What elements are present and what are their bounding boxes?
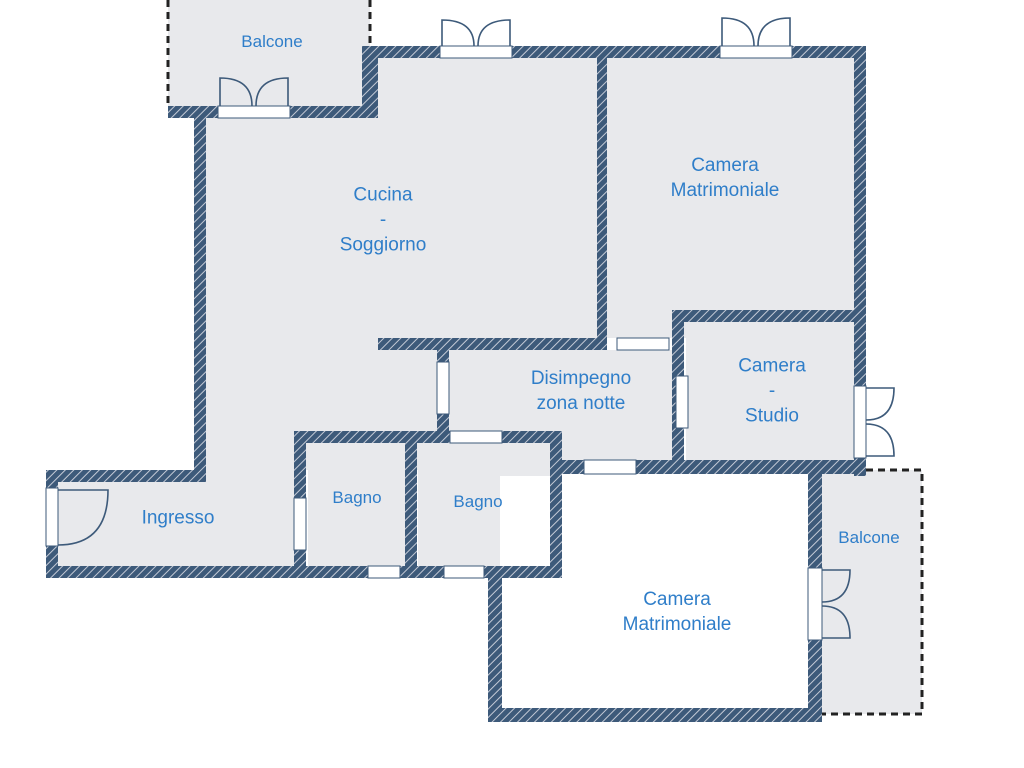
room-label-balcone-right: Balcone [838,527,899,549]
room-label-line: - [768,380,776,402]
room-label-bagno-2: Bagno [453,491,502,513]
room-label-line: Matrimoniale [670,180,780,201]
room-label-line: Balcone [838,528,900,547]
room-label-ingresso: Ingresso [142,506,215,531]
room-label-line: Balcone [241,32,303,51]
room-label-line: Camera [691,155,759,176]
window-openings [45,45,867,641]
room-label-balcone-top: Balcone [241,31,302,53]
room-label-line: - [379,209,387,231]
room-label-line: Camera [738,355,806,377]
balcony-right-area [820,468,924,716]
room-label-line: zona notte [536,393,626,414]
room-label-disimpegno: Disimpegno zona notte [531,366,631,416]
room-label-line: Bagno [332,488,382,507]
room-label-line: Soggiorno [339,234,427,256]
room-label-camera-studio: Camera - Studio [738,354,806,429]
door-swings [57,17,895,639]
room-label-camera-matrimoniale-top: Camera Matrimoniale [671,153,780,203]
room-label-line: Bagno [453,492,503,511]
room-label-line: Matrimoniale [622,614,732,635]
room-label-line: Ingresso [141,507,215,529]
room-label-camera-matrimoniale-bottom: Camera Matrimoniale [623,587,732,637]
room-label-line: Disimpegno [530,368,632,389]
room-label-cucina-soggiorno: Cucina - Soggiorno [340,183,427,258]
room-label-line: Studio [745,405,799,427]
room-label-line: Cucina [353,184,413,206]
room-label-line: Camera [643,589,711,610]
room-label-bagno-1: Bagno [332,487,381,509]
